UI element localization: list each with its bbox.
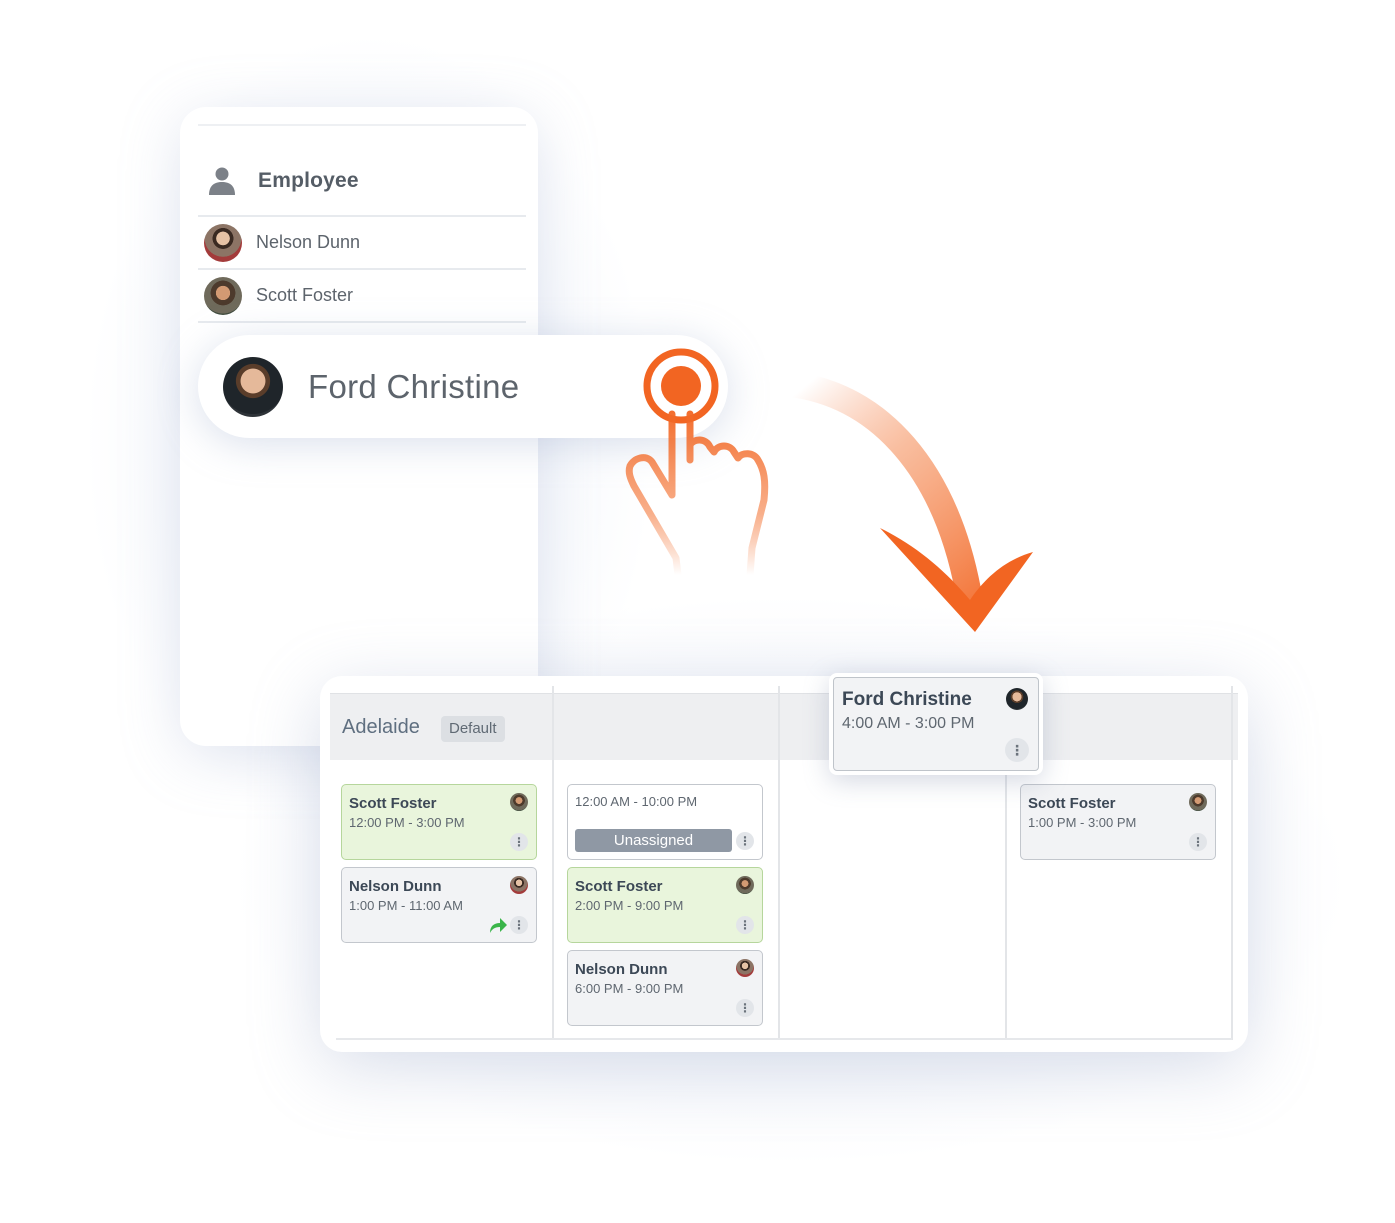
shift-time: 1:00 PM - 11:00 AM [349,898,463,913]
avatar [736,876,754,894]
shift-time: 1:00 PM - 3:00 PM [1028,815,1137,830]
employee-header: Employee [198,147,526,217]
avatar [204,276,242,315]
column-divider [1005,772,1007,1040]
more-options-icon[interactable]: ⋮ [736,999,754,1017]
shift-employee-name: Nelson Dunn [349,878,442,895]
panel-divider [198,124,526,126]
employee-header-title: Employee [258,169,359,192]
dragged-shift-body: Ford Christine 4:00 AM - 3:00 PM ⋮ [833,677,1039,771]
column-divider [552,686,554,1040]
avatar [736,959,754,977]
more-options-icon[interactable]: ⋮ [1005,738,1029,762]
shift-card[interactable]: Scott Foster 12:00 PM - 3:00 PM ⋮ [341,784,537,860]
shift-card[interactable]: Nelson Dunn 6:00 PM - 9:00 PM ⋮ [567,950,763,1026]
shift-card[interactable]: Scott Foster 2:00 PM - 9:00 PM ⋮ [567,867,763,943]
curved-arrow-icon [777,371,1033,632]
unassigned-badge: Unassigned [575,829,732,852]
shift-time: 6:00 PM - 9:00 PM [575,981,684,996]
column-divider [1231,686,1233,1040]
schedule-board: Adelaide Default Scott Foster 12:00 PM -… [320,676,1248,1052]
shift-employee-name: Scott Foster [1028,795,1116,812]
employee-name: Scott Foster [256,285,354,305]
avatar [510,876,528,894]
avatar [1189,793,1207,811]
more-options-icon[interactable]: ⋮ [1189,833,1207,851]
shift-employee-name: Nelson Dunn [575,961,668,978]
shift-time: 12:00 AM - 10:00 PM [575,794,698,809]
shift-card-unassigned[interactable]: 12:00 AM - 10:00 PM Unassigned ⋮ [567,784,763,860]
avatar [510,793,528,811]
avatar [204,223,242,262]
board-bottom-border [336,1038,1232,1040]
shift-employee-name: Ford Christine [842,689,972,710]
employee-row-nelson-dunn[interactable]: Nelson Dunn [198,217,526,270]
dragged-employee-item[interactable]: Ford Christine [198,335,728,438]
more-options-icon[interactable]: ⋮ [510,916,528,934]
shift-time: 12:00 PM - 3:00 PM [349,815,465,830]
location-badge: Default [441,716,505,742]
dragged-shift-card[interactable]: Ford Christine 4:00 AM - 3:00 PM ⋮ [829,673,1043,775]
dragged-employee-name: Ford Christine [308,367,520,405]
person-icon [209,167,235,195]
employee-name: Nelson Dunn [256,232,361,252]
shift-card[interactable]: Nelson Dunn 1:00 PM - 11:00 AM ⋮ [341,867,537,943]
location-header: Adelaide Default [330,693,1238,760]
avatar [223,356,283,417]
more-options-icon[interactable]: ⋮ [736,832,754,850]
avatar [1006,688,1028,710]
more-options-icon[interactable]: ⋮ [510,833,528,851]
shift-time: 2:00 PM - 9:00 PM [575,898,684,913]
shift-card[interactable]: Scott Foster 1:00 PM - 3:00 PM ⋮ [1020,784,1216,860]
share-arrow-icon[interactable] [488,916,508,934]
shift-employee-name: Scott Foster [349,795,437,812]
column-divider [778,686,780,1040]
shift-time: 4:00 AM - 3:00 PM [842,715,975,732]
shift-employee-name: Scott Foster [575,878,663,895]
employee-row-scott-foster[interactable]: Scott Foster [198,270,526,323]
location-name: Adelaide [342,716,420,738]
more-options-icon[interactable]: ⋮ [736,916,754,934]
